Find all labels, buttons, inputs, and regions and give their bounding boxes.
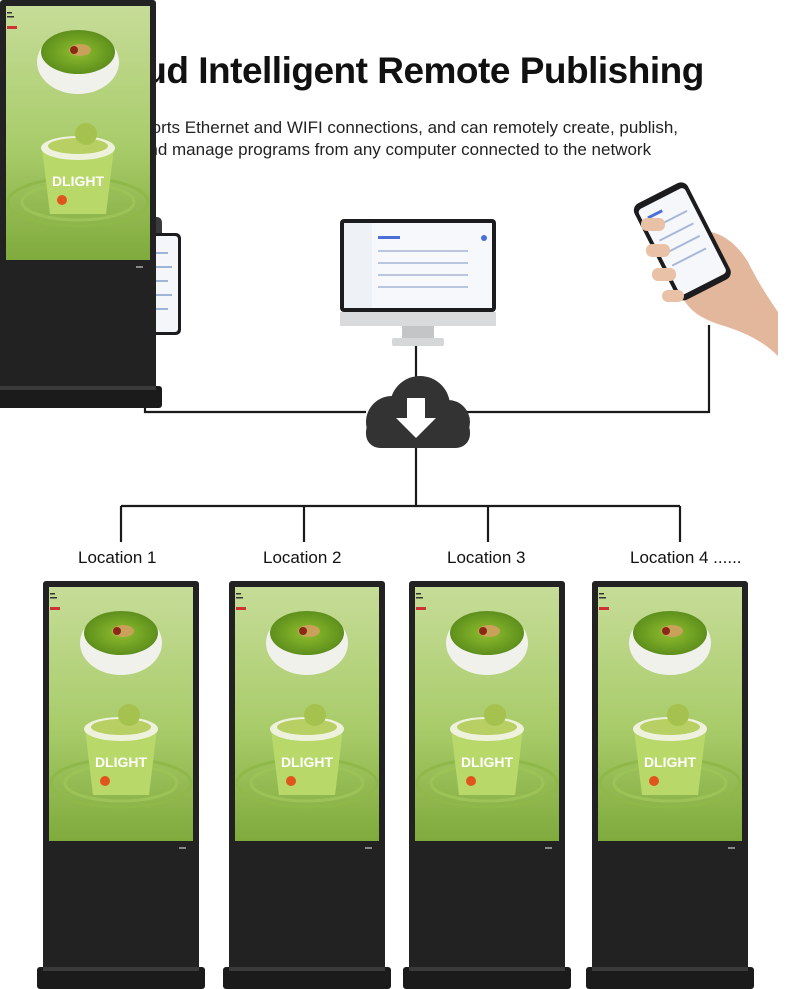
- subtitle-line-2: and manage programs from any computer co…: [138, 140, 652, 159]
- phone-in-hand-icon: [633, 182, 778, 356]
- phone-link-line: [466, 325, 711, 414]
- page-title: Cloud Intelligent Remote Publishing: [86, 50, 704, 91]
- location-4-kiosk: [584, 579, 756, 989]
- kiosk-screen-brand-text: DLIGHT: [52, 173, 105, 189]
- tablet-link-line: [143, 348, 366, 414]
- cloud-download-icon: [366, 376, 470, 448]
- location-1-label: Location 1: [78, 548, 157, 567]
- location-4-label: Location 4 ......: [630, 548, 742, 567]
- monitor-icon: [340, 219, 496, 346]
- location-2-kiosk: [221, 579, 393, 989]
- location-2-label: Location 2: [263, 548, 342, 567]
- location-3-kiosk: [401, 579, 573, 989]
- subtitle-line-1: Supports Ethernet and WIFI connections, …: [111, 118, 679, 137]
- location-3-label: Location 3: [447, 548, 526, 567]
- page-subtitle: Supports Ethernet and WIFI connections, …: [75, 117, 715, 161]
- location-1-kiosk: [35, 579, 207, 989]
